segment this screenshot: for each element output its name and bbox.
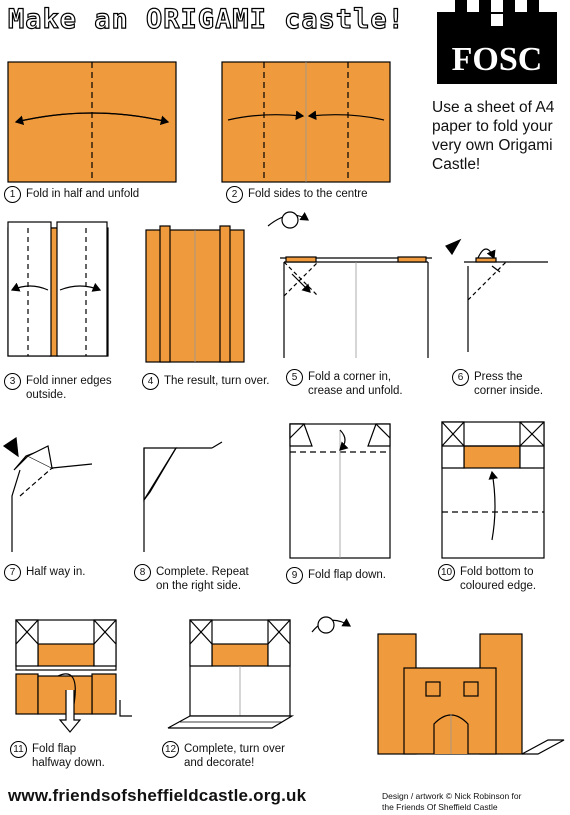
step-number: 5 [286,369,303,386]
step-text: Fold in half and unfold [26,188,140,200]
step-number: 4 [142,373,159,390]
step-number: 12 [162,741,179,758]
step3-diagram [7,221,109,357]
website-link[interactable]: www.friendsofsheffieldcastle.org.uk [8,786,307,805]
step-2-caption: 2 Fold sides to the centre [226,186,368,203]
step-5-caption: 5 Fold a corner in, crease and unfold. [286,369,403,398]
step6-diagram [445,238,548,352]
step-7-caption: 7 Half way in. [4,564,86,581]
step-6-caption: 6 Press the corner inside. [452,369,544,398]
castle-logo-icon: FOSC [437,0,557,84]
step8-diagram [143,441,223,552]
step-8-caption: 8 Complete. Repeat on the right side. [134,564,249,593]
fosc-logo: FOSC [433,0,561,84]
step-text: Fold inner edges outside. [26,375,112,401]
step12-diagram [167,619,295,729]
step7-diagram [2,436,93,552]
step-number: 2 [226,186,243,203]
step9-diagram [289,423,391,559]
step-1-caption: 1 Fold in half and unfold [4,186,140,203]
credit-text: Design / artwork © Nick Robinson for the… [382,791,522,812]
step11-diagram [15,619,132,733]
step-number: 10 [438,564,455,581]
step1-diagram [7,61,177,183]
step-text: Press the corner inside. [474,371,544,397]
step-number: 8 [134,564,151,581]
step-text: Complete, turn over and decorate! [184,743,285,769]
step-number: 3 [4,373,21,390]
step-text: The result, turn over. [164,375,270,387]
step10-diagram [441,421,545,559]
step-text: Fold flap down. [308,569,386,581]
step-text: Half way in. [26,566,86,578]
step-text: Fold flap halfway down. [32,743,105,769]
final-castle-diagram [377,633,565,755]
step-9-caption: 9 Fold flap down. [286,567,386,584]
step5-diagram [267,211,432,358]
logo-text: FOSC [452,41,543,78]
step-number: 1 [4,186,21,203]
step2-diagram [221,61,391,183]
step-10-caption: 10 Fold bottom to coloured edge. [438,564,537,593]
step4-diagram [145,225,245,363]
step-text: Fold bottom to coloured edge. [460,566,537,592]
step-text: Complete. Repeat on the right side. [156,566,249,592]
step-number: 7 [4,564,21,581]
step-text: Fold sides to the centre [248,188,368,200]
step-3-caption: 3 Fold inner edges outside. [4,373,112,402]
step-11-caption: 11 Fold flap halfway down. [10,741,105,770]
step-number: 6 [452,369,469,386]
step-number: 9 [286,567,303,584]
step-number: 11 [10,741,27,758]
page-title: Make an ORIGAMI castle! [7,3,405,35]
intro-text: Use a sheet of A4 paper to fold your ver… [432,99,555,173]
turn-over-arrows [311,616,352,634]
step-4-caption: 4 The result, turn over. [142,373,270,390]
step-12-caption: 12 Complete, turn over and decorate! [162,741,285,770]
step-text: Fold a corner in, crease and unfold. [308,371,403,397]
